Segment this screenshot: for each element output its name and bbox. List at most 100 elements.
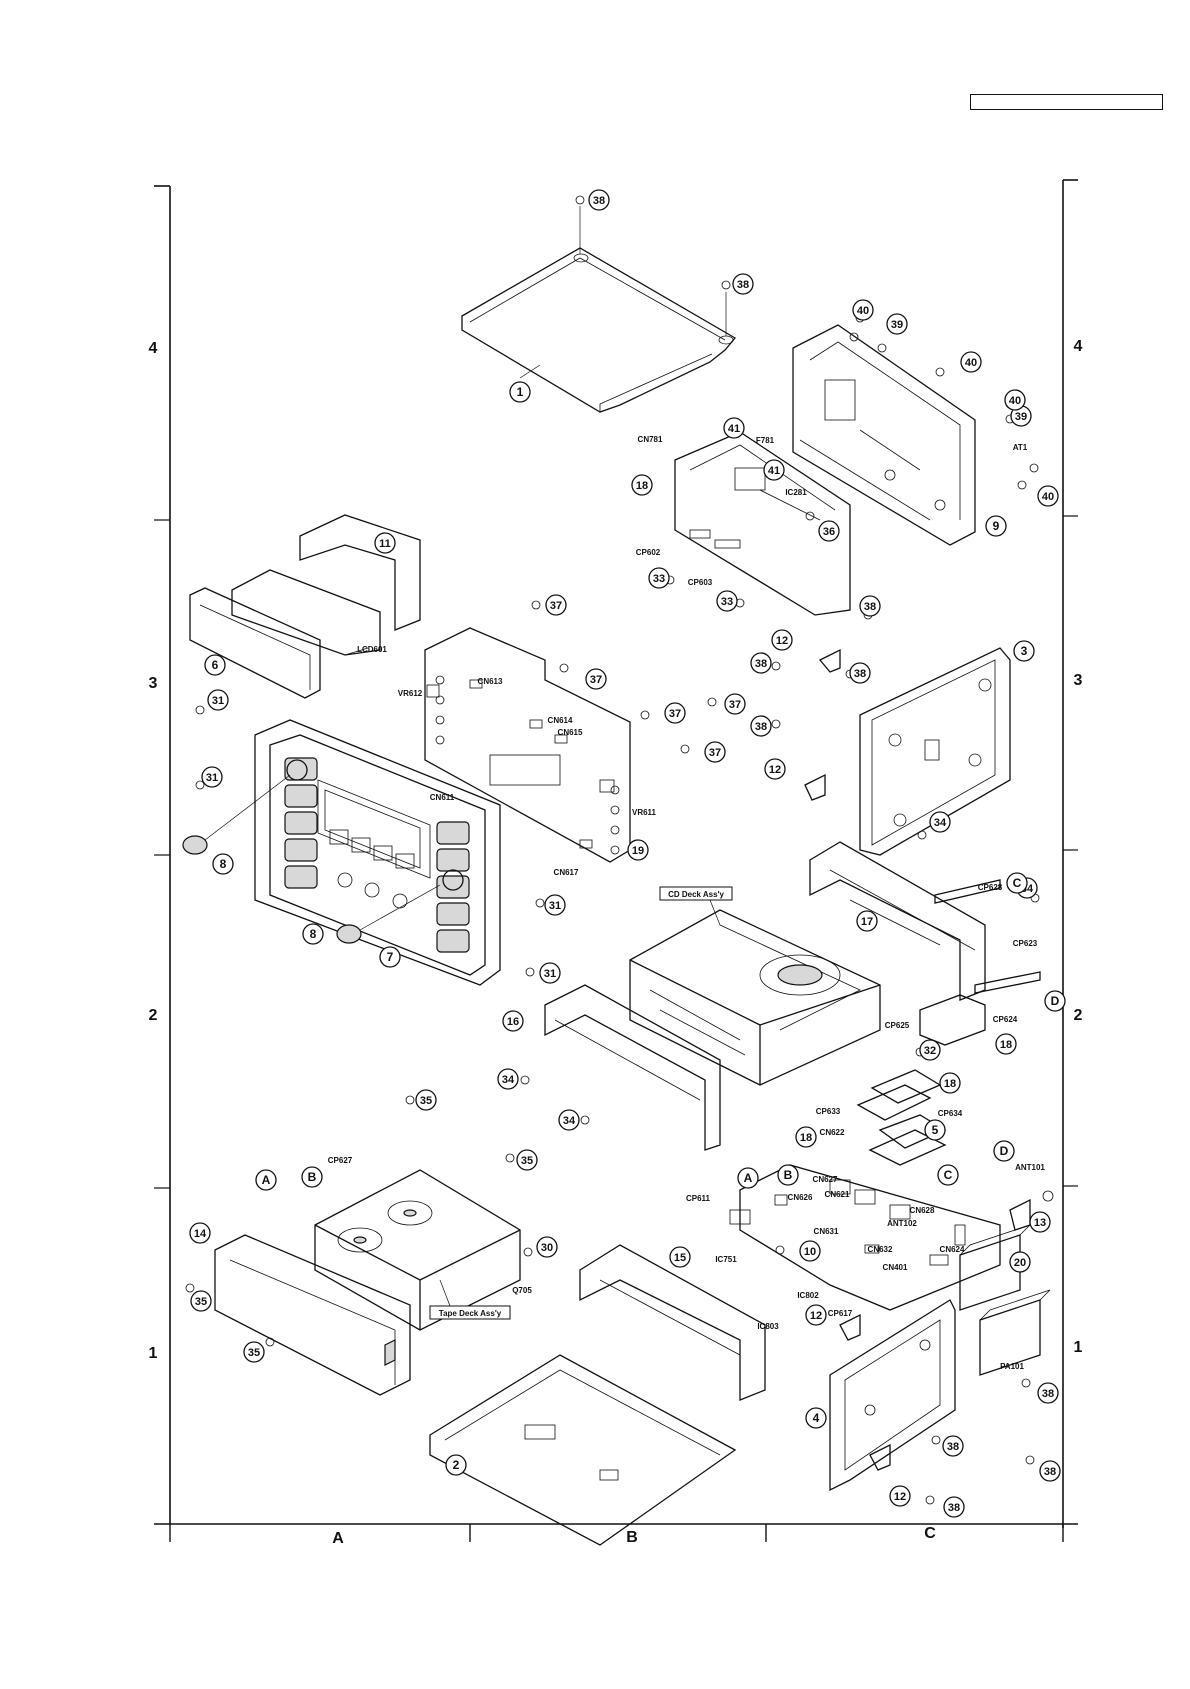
- callout-number: 12: [769, 764, 781, 776]
- callout-circle: [497, 1068, 519, 1090]
- callout-number: 11: [379, 538, 391, 550]
- callout-number: 35: [195, 1296, 207, 1308]
- callout-number: 33: [653, 573, 665, 585]
- callout-number: 35: [248, 1347, 260, 1359]
- part-label-cn621: CN621: [825, 1190, 850, 1199]
- screws: [185, 195, 1054, 1505]
- callout-12a: 12: [771, 629, 793, 651]
- part-tape-bracket: [214, 1234, 411, 1396]
- row-label-left-3: 3: [149, 675, 158, 692]
- callout-38e: 38: [849, 662, 871, 684]
- callout-number: C: [1013, 876, 1022, 890]
- callout-circle: [627, 839, 649, 861]
- callout-number: 40: [965, 357, 977, 369]
- callout-37d: 37: [724, 693, 746, 715]
- callout-38i: 38: [1039, 1460, 1061, 1482]
- callout-number: 34: [502, 1074, 515, 1086]
- row-label-right-1: 1: [1074, 1339, 1083, 1356]
- part-top-cover: [461, 206, 736, 413]
- callout-number: 18: [944, 1078, 956, 1090]
- callout-number: 18: [1000, 1039, 1012, 1051]
- part-label-at1: AT1: [1013, 443, 1028, 452]
- part-label-cp625: CP625: [885, 1021, 910, 1030]
- callout-number: 38: [755, 658, 767, 670]
- callout-number: 5: [932, 1123, 939, 1137]
- callout-number: 12: [894, 1491, 906, 1503]
- callout-41b: 41: [763, 459, 785, 481]
- callout-11: 11: [374, 532, 396, 554]
- callout-35d: 35: [243, 1341, 265, 1363]
- callout-18b: 18: [995, 1033, 1017, 1055]
- part-label-cn611: CN611: [430, 793, 455, 802]
- callout-number: 37: [729, 699, 741, 711]
- callout-31c: 31: [544, 894, 566, 916]
- callout-12d: 12: [889, 1485, 911, 1507]
- callout-number: 37: [590, 674, 602, 686]
- callout-34d: 34: [558, 1109, 580, 1131]
- callout-circle: [737, 1167, 759, 1189]
- part-label-cp603: CP603: [688, 578, 713, 587]
- callout-37b: 37: [585, 668, 607, 690]
- svg-text:CD Deck Ass'y: CD Deck Ass'y: [668, 890, 724, 899]
- callout-circle: [919, 1039, 941, 1061]
- part-knobs: [182, 774, 441, 944]
- callout-circle: [1037, 1382, 1059, 1404]
- callout-16: 16: [502, 1010, 524, 1032]
- row-label-right-3: 3: [1074, 672, 1083, 689]
- callout-circle: [509, 381, 531, 403]
- part-label-ic281: IC281: [785, 488, 807, 497]
- callout-17: 17: [856, 910, 878, 932]
- callout-layer: 1234567889101112121212131415161718181818…: [189, 189, 1066, 1518]
- callout-circle: [1037, 485, 1059, 507]
- callout-number: A: [744, 1171, 753, 1185]
- callout-circle: [1006, 872, 1028, 894]
- part-label-ant102: ANT102: [887, 1219, 917, 1228]
- callout-circle: [818, 520, 840, 542]
- callout-number: 31: [544, 968, 556, 980]
- callout-38c: 38: [859, 595, 881, 617]
- callout-38g: 38: [1037, 1382, 1059, 1404]
- callout-12c: 12: [805, 1304, 827, 1326]
- callout-number: A: [262, 1173, 271, 1187]
- callout-circle: [204, 654, 226, 676]
- callout-circle: [929, 811, 951, 833]
- callout-number: 18: [636, 480, 648, 492]
- part-label-cn401: CN401: [883, 1263, 908, 1272]
- part-label-cn617: CN617: [554, 868, 579, 877]
- part-label-cn781: CN781: [638, 435, 663, 444]
- callout-circle: [1039, 1460, 1061, 1482]
- callout-40a: 40: [852, 299, 874, 321]
- callout-circle: [664, 702, 686, 724]
- row-label-left-2: 2: [149, 1007, 158, 1024]
- callout-circle: [415, 1089, 437, 1111]
- part-label-cn628: CN628: [910, 1206, 935, 1215]
- callout-circle: [1029, 1211, 1051, 1233]
- row-label-right-2: 2: [1074, 1007, 1083, 1024]
- callout-number: 38: [593, 195, 605, 207]
- callout-circle: [539, 962, 561, 984]
- callout-circle: [924, 1119, 946, 1141]
- part-main-pcb: [729, 1164, 1001, 1311]
- callout-circle: [993, 1140, 1015, 1162]
- callout-number: 17: [861, 916, 873, 928]
- callout-number: 6: [212, 658, 219, 672]
- part-label-vr611: VR611: [632, 808, 657, 817]
- part-label-cp602: CP602: [636, 548, 661, 557]
- callout-number: 7: [387, 950, 394, 964]
- callout-35c: 35: [190, 1290, 212, 1312]
- callout-number: 34: [934, 817, 947, 829]
- callout-9: 9: [985, 515, 1007, 537]
- callout-40c: 40: [1004, 389, 1026, 411]
- callout-circle: [805, 1407, 827, 1429]
- callout-circle: [750, 715, 772, 737]
- callout-circle: [750, 652, 772, 674]
- callout-20: 20: [1009, 1251, 1031, 1273]
- callout-number: 35: [521, 1155, 533, 1167]
- callout-number: 31: [549, 900, 561, 912]
- callout-18d: 18: [795, 1126, 817, 1148]
- callout-40b: 40: [960, 351, 982, 373]
- callout-number: 10: [804, 1246, 816, 1258]
- callout-C2: C: [937, 1164, 959, 1186]
- callout-circle: [585, 668, 607, 690]
